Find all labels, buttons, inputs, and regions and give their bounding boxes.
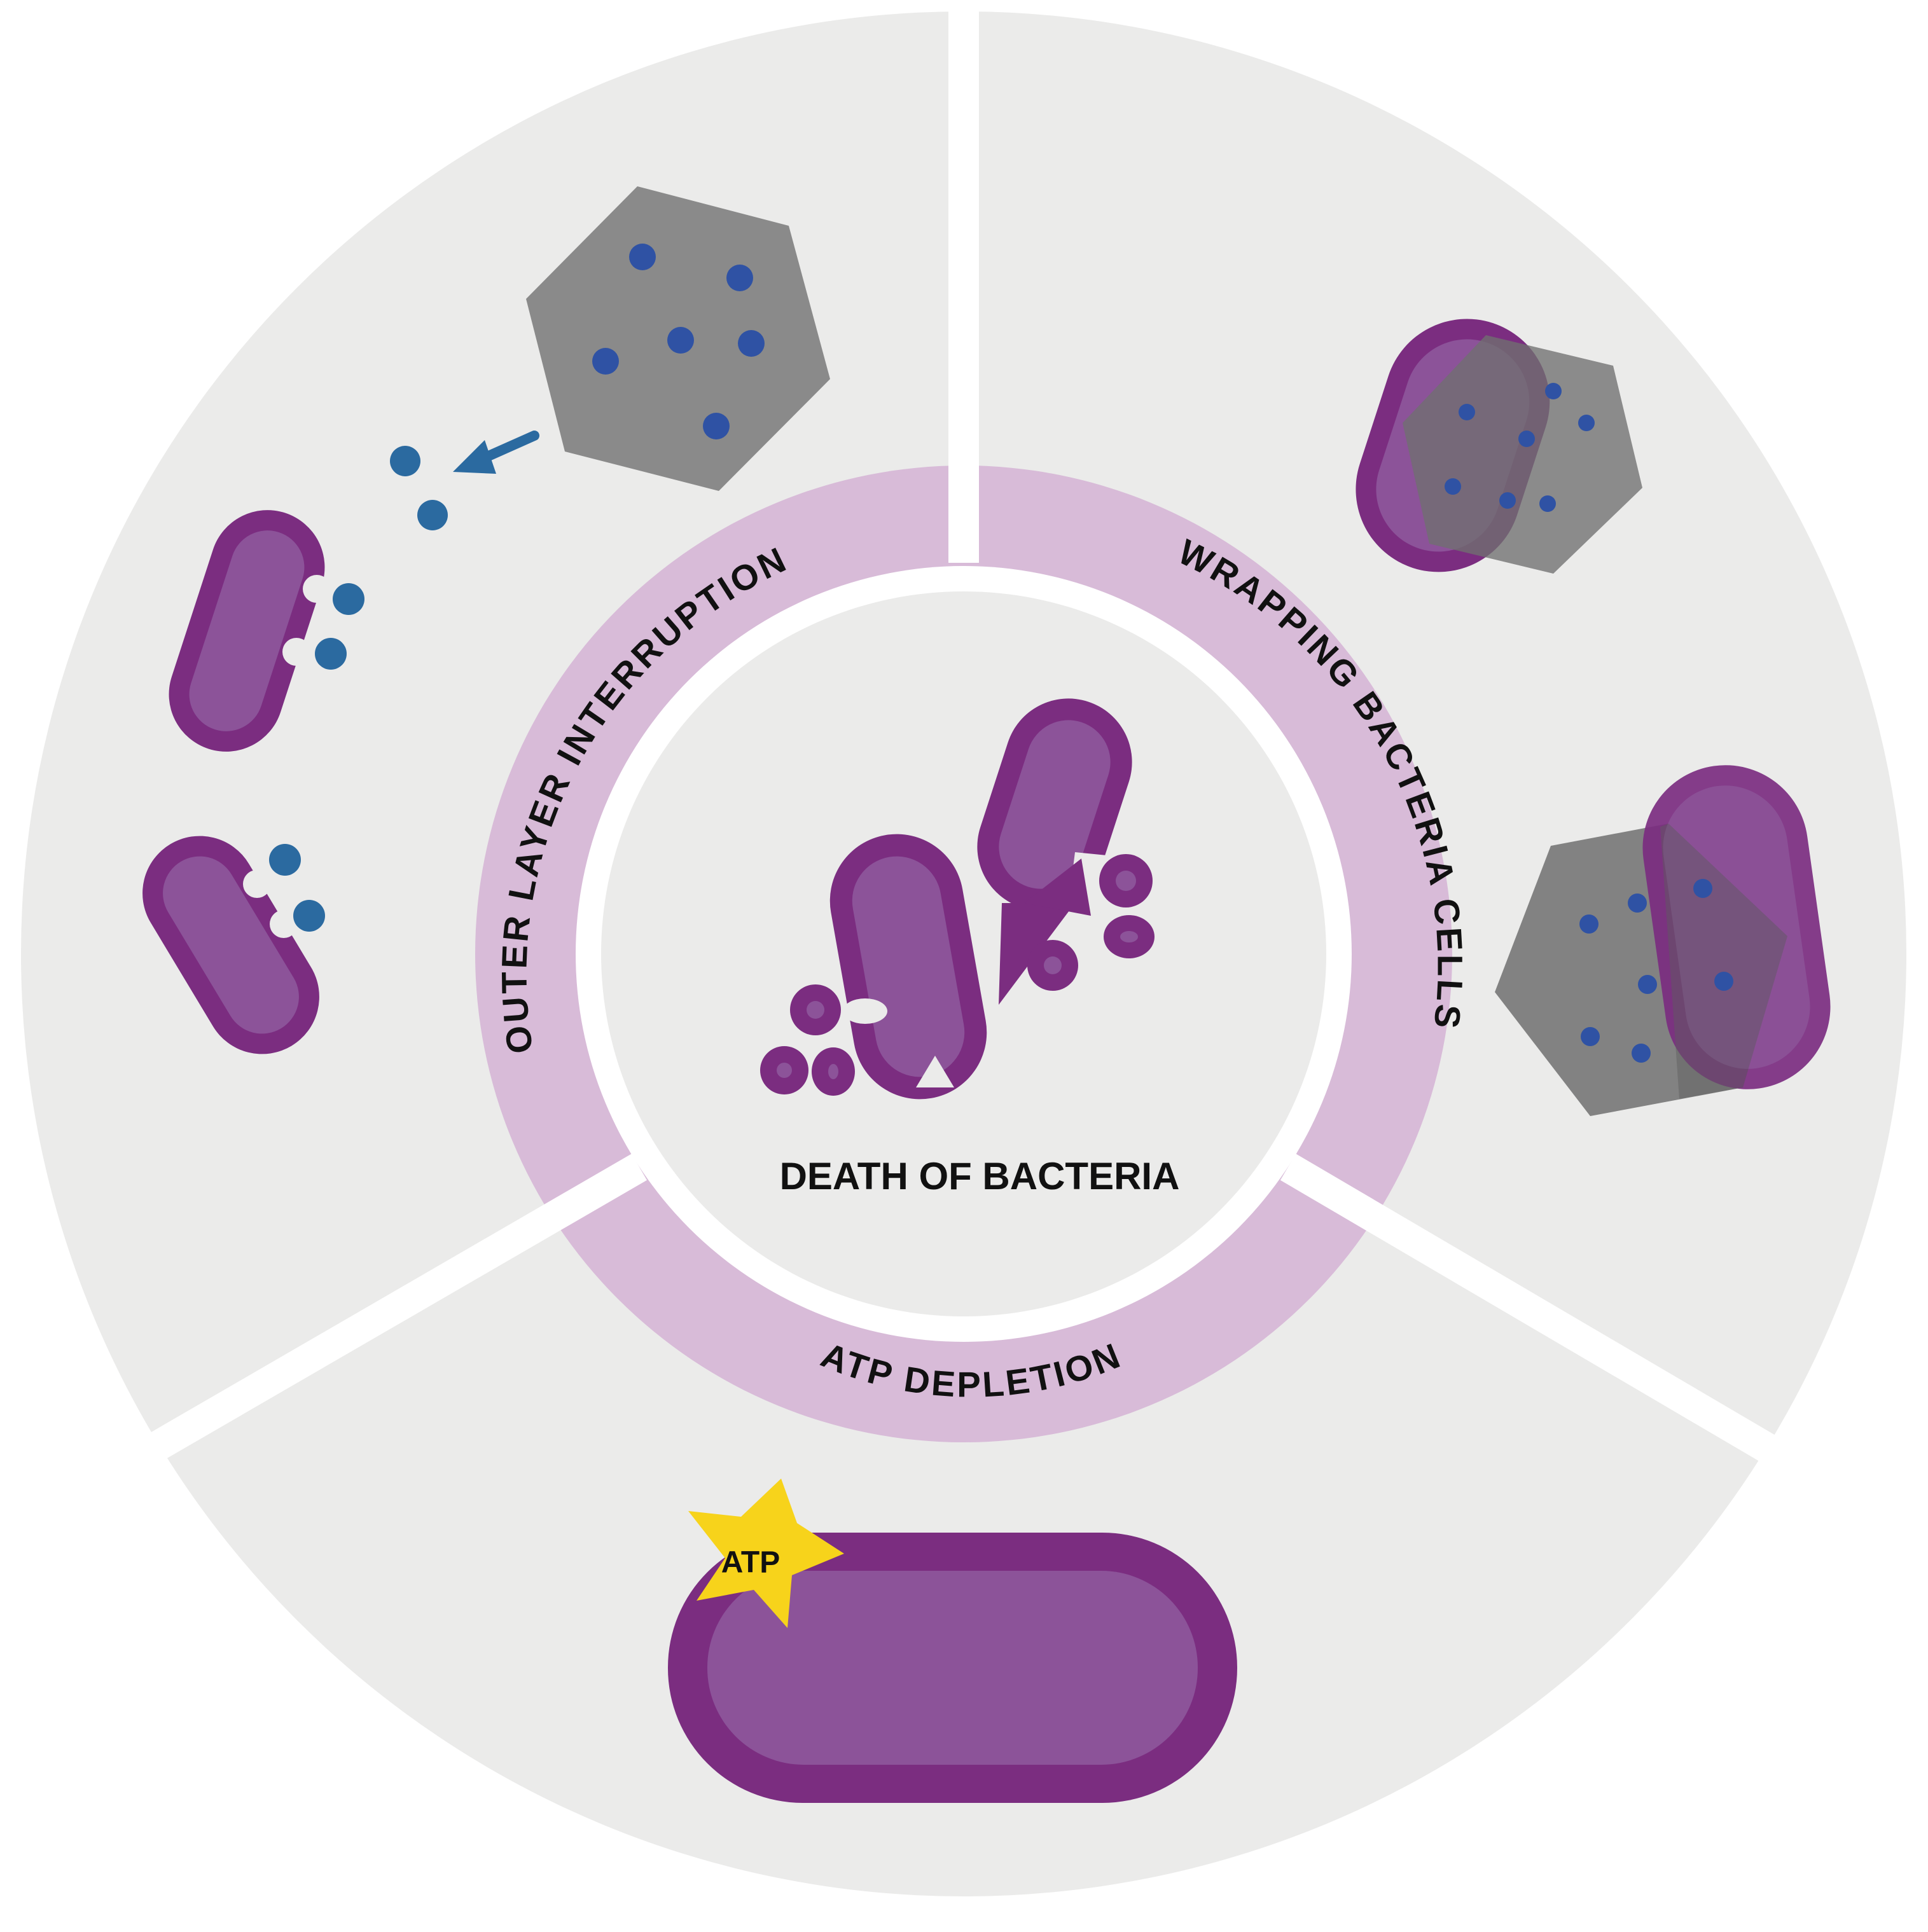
sector-separators: [132, 0, 1789, 1470]
bacterium-atp-inner: [707, 1571, 1198, 1765]
separator-bottom-right: [1280, 1154, 1789, 1470]
lysis-spike-right: [1024, 859, 1091, 916]
atp-star: [688, 1479, 844, 1628]
sector-outer-layer-interruption: [142, 186, 830, 1054]
sector-wrapping-bacteria-cells: [1356, 319, 1831, 1116]
release-arrow: [453, 431, 539, 474]
membrane-pores-1: [282, 575, 364, 670]
dead-bacteria-cluster: [760, 698, 1155, 1100]
particle-left-dots: [592, 244, 765, 439]
particle-wrapping-2-dots: [1579, 879, 1733, 1063]
separator-bottom-left: [132, 1154, 648, 1470]
particle-wrapping-2-overlay: [1660, 824, 1787, 1099]
lysis-tear-left: [916, 1056, 954, 1087]
ring-label-wrapping-word-3: CELLS: [1425, 896, 1470, 1033]
membrane-pores-2: [243, 844, 325, 938]
atp-star-label: ATP: [721, 1546, 780, 1580]
lysis-notch-left: [843, 998, 887, 1024]
bacterium-wrapped-2: [1642, 765, 1831, 1089]
released-ions: [390, 446, 448, 530]
particle-wrapping-1: [1403, 335, 1642, 574]
cell-fragments: [760, 854, 1155, 1096]
center-label: DEATH OF BACTERIA: [780, 1155, 1180, 1197]
sector-atp-depletion: ATP: [668, 1479, 1237, 1803]
bacterium-outer-layer-1: [169, 510, 325, 752]
bacterium-outer-layer-2: [142, 836, 319, 1054]
lysed-bacterium-left: [829, 834, 987, 1100]
particle-wrapping-1-dots: [1445, 383, 1595, 512]
ring-label-outer-layer-word-1: OUTER: [494, 911, 540, 1056]
